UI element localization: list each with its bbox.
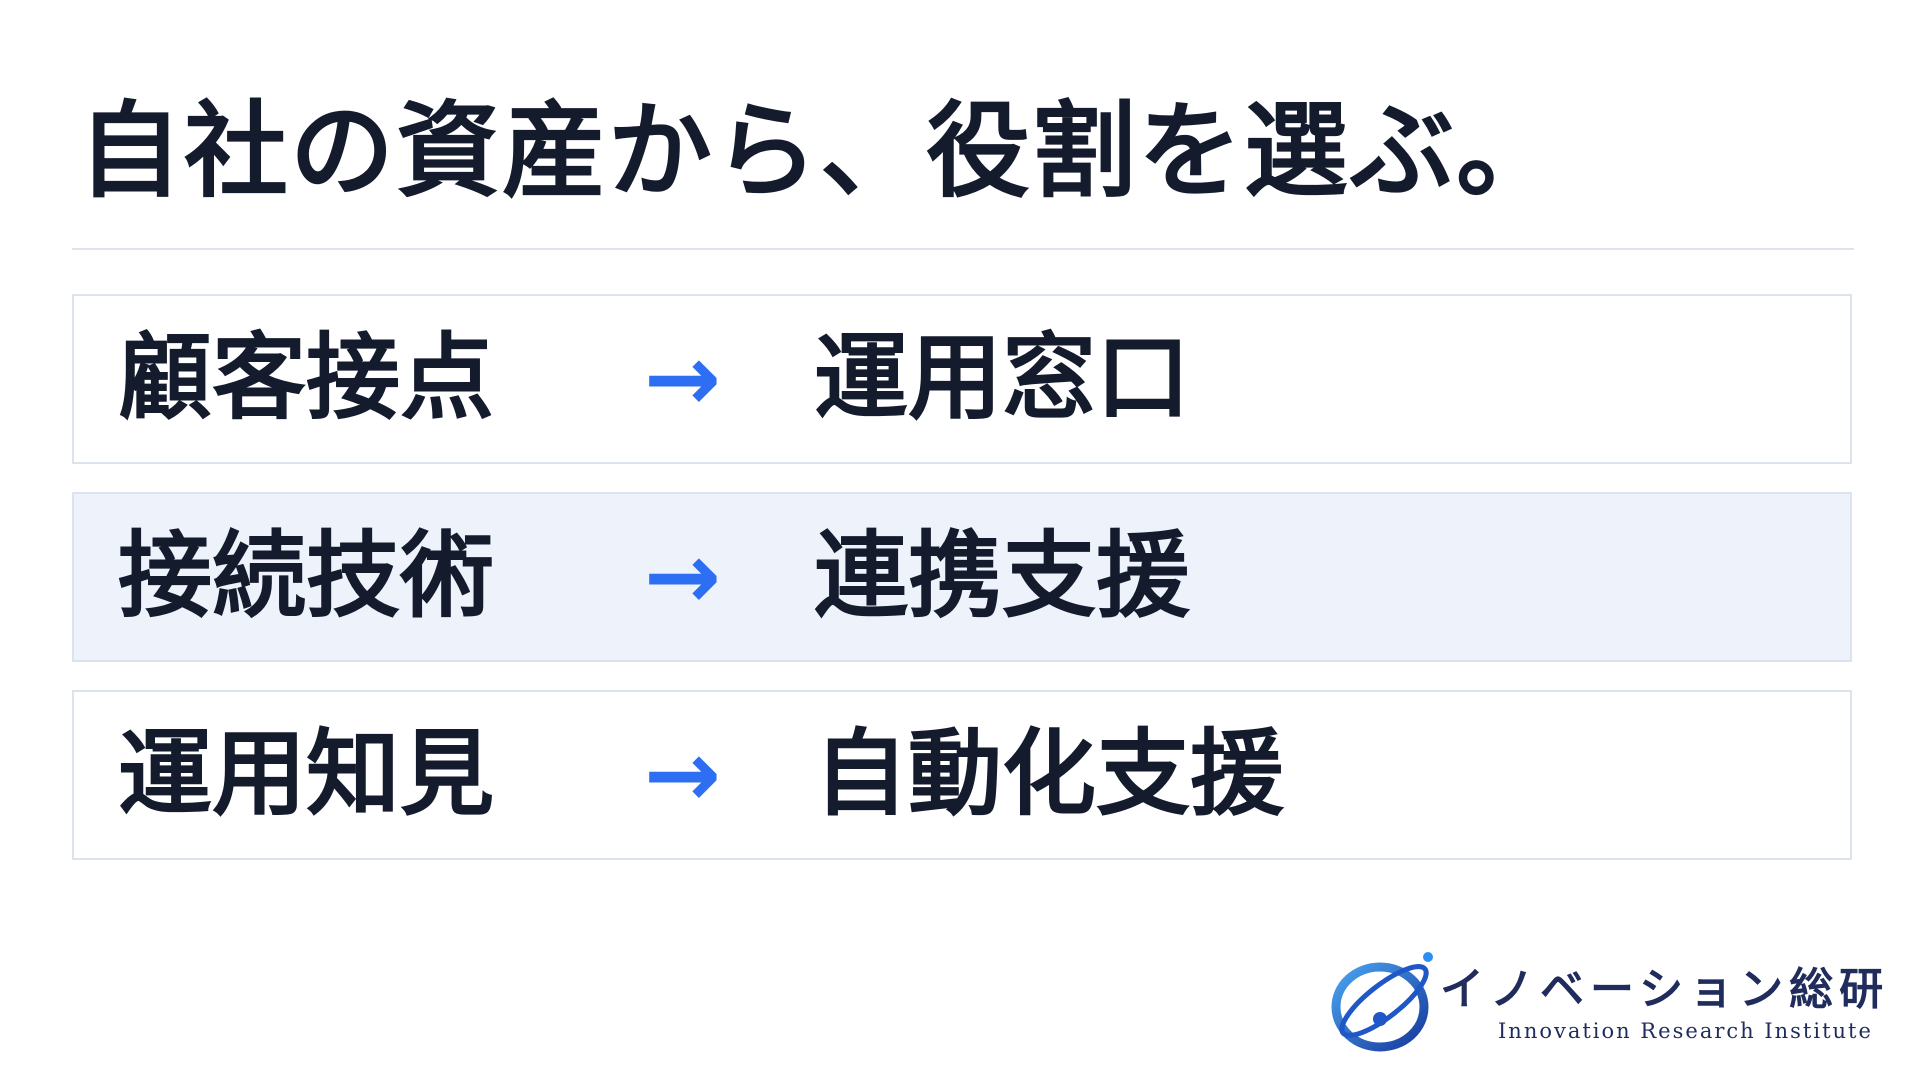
mapping-row-3: 運用知見 → 自動化支援 (72, 690, 1852, 860)
company-logo: イノベーション総研 Innovation Research Institute (1328, 945, 1898, 1060)
orbit-logo-icon (1331, 952, 1433, 1052)
arrow-right-icon: → (644, 325, 722, 432)
asset-label: 接続技術 (118, 522, 495, 631)
role-label: 自動化支援 (814, 720, 1285, 829)
logo-subtitle: Innovation Research Institute (1498, 1019, 1873, 1043)
arrow-right-icon: → (644, 721, 722, 828)
mapping-row-2: 接続技術 → 連携支援 (72, 492, 1852, 662)
slide-title: 自社の資産から、役割を選ぶ。 (78, 90, 1563, 212)
title-divider (72, 248, 1854, 250)
role-label: 連携支援 (814, 522, 1191, 631)
mapping-row-1: 顧客接点 → 運用窓口 (72, 294, 1852, 464)
arrow-right-icon: → (644, 523, 722, 630)
role-label: 運用窓口 (814, 324, 1191, 433)
asset-label: 顧客接点 (118, 324, 495, 433)
asset-label: 運用知見 (118, 720, 495, 829)
logo-name: イノベーション総研 (1440, 964, 1890, 1015)
